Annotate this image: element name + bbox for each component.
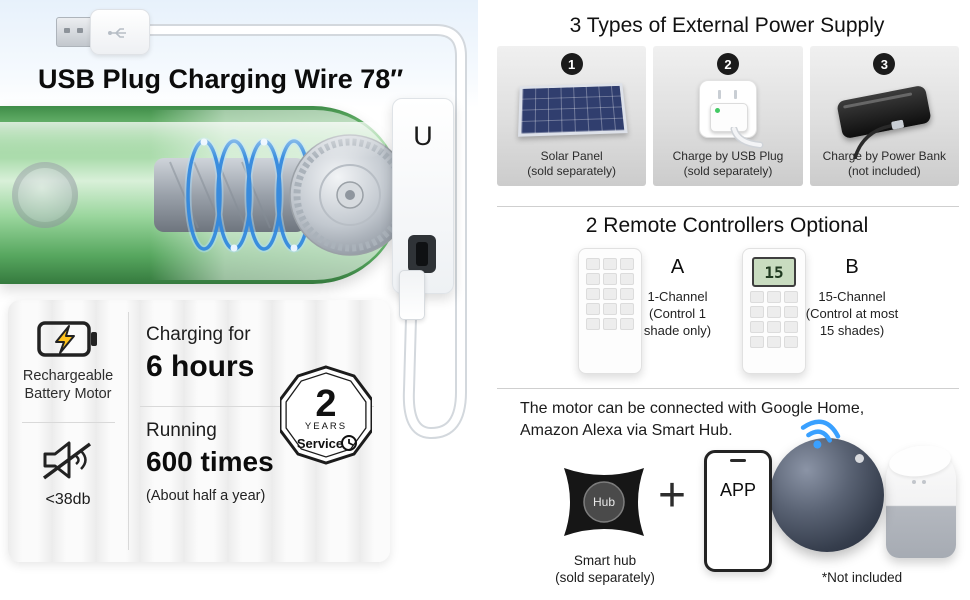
card-number-badge: 1 — [560, 53, 583, 75]
battery-label-line2: Battery Motor — [24, 386, 112, 402]
smartphone-illustration: APP — [704, 450, 772, 572]
card-caption-note: (sold separately) — [527, 164, 617, 178]
remote-b-label: B — [845, 256, 859, 278]
section-divider — [497, 206, 959, 207]
tube-end-cap — [12, 162, 78, 228]
card-caption-note: (sold separately) — [683, 164, 773, 178]
hub-caption: Smart hub (sold separately) — [555, 553, 655, 585]
noise-value: <38db — [45, 491, 91, 508]
remote-b-description: 15-Channel (Control at most 15 shades) — [805, 289, 899, 338]
charging-label: Charging for — [146, 324, 251, 345]
card-caption-name: Charge by Power Bank — [822, 149, 947, 163]
phone-speaker — [730, 459, 746, 462]
running-label: Running — [146, 420, 217, 441]
badge-number: 2 — [315, 383, 336, 425]
charging-value: 6 hours — [146, 350, 255, 383]
power-option-power-bank: 3 Charge by Power Bank (not included) — [809, 46, 959, 186]
noise-spec: <38db — [8, 438, 128, 509]
usb-trident-icon — [108, 28, 126, 38]
power-supply-title: 3 Types of External Power Supply — [569, 14, 885, 37]
specs-panel: Rechargeable Battery Motor <38db Chargin… — [8, 300, 390, 562]
card-caption-note: (not included) — [847, 164, 921, 178]
remote-b-illustration: 15 — [742, 248, 806, 374]
remote-buttons — [579, 249, 641, 330]
adapter-cable — [730, 127, 764, 149]
badge-years: YEARS — [305, 421, 347, 432]
roller-tube-illustration — [0, 106, 406, 284]
card-caption-name: Charge by USB Plug — [672, 149, 784, 163]
charging-led — [714, 108, 720, 113]
battery-label-line1: Rechargeable — [22, 368, 114, 384]
battery-spec: Rechargeable Battery Motor — [8, 316, 128, 403]
mounting-bracket: U — [392, 98, 454, 294]
hub-label: Hub — [593, 495, 615, 509]
running-note: (About half a year) — [146, 488, 266, 504]
usb-cable-connector — [399, 270, 425, 320]
card-number-badge: 2 — [716, 53, 739, 75]
section-divider — [497, 388, 959, 389]
not-included-note: *Not included — [821, 570, 903, 585]
remote-b-lcd: 15 — [752, 257, 796, 287]
left-title: USB Plug Charging Wire 78″ — [38, 64, 404, 94]
usb-cable — [142, 24, 467, 439]
plus-sign: + — [658, 469, 687, 522]
solar-panel-illustration — [517, 83, 628, 137]
running-value: 600 times — [146, 446, 274, 477]
google-home-illustration — [886, 446, 956, 558]
mute-speaker-icon — [42, 441, 92, 480]
smart-hub-description: The motor can be connected with Google H… — [520, 400, 865, 439]
echo-speaker-illustration — [770, 438, 884, 552]
usb-connector-metal — [56, 17, 94, 47]
card-number-badge: 3 — [873, 53, 896, 75]
app-label: APP — [719, 480, 757, 500]
micro-usb-port — [408, 235, 436, 273]
card-caption-name: Solar Panel — [540, 149, 603, 163]
remotes-title: 2 Remote Controllers Optional — [585, 214, 869, 237]
remote-a-illustration — [578, 248, 642, 374]
usb-wall-plug-illustration — [698, 80, 764, 149]
remote-a-label: A — [670, 256, 685, 278]
power-options: 1 Solar Panel (sold separately) 2 — [497, 46, 959, 186]
power-option-usb-plug: 2 Charge by USB Plug (sold separately) — [653, 46, 803, 186]
badge-service: Service — [297, 436, 343, 451]
clock-icon — [341, 435, 357, 451]
remote-buttons — [743, 289, 805, 348]
bracket-label: U — [413, 121, 433, 151]
power-bank-cable — [853, 119, 905, 160]
smart-hub-illustration: Hub — [564, 468, 644, 536]
usb-plug-body — [90, 9, 150, 55]
vertical-divider — [128, 312, 129, 550]
motor-illustration — [154, 134, 406, 256]
horizontal-divider-left — [22, 422, 115, 423]
remote-a-description: 1-Channel (Control 1 shade only) — [643, 289, 712, 338]
battery-charging-icon — [37, 321, 97, 357]
horizontal-divider-right — [140, 406, 374, 407]
wall-adapter — [709, 103, 748, 132]
warranty-badge: 2 YEARS Service — [280, 365, 372, 465]
wifi-icon — [800, 419, 841, 449]
power-bank-illustration — [836, 84, 933, 160]
power-option-solar: 1 Solar Panel (sold separately) — [497, 46, 647, 186]
usb-plug-illustration — [56, 8, 152, 56]
